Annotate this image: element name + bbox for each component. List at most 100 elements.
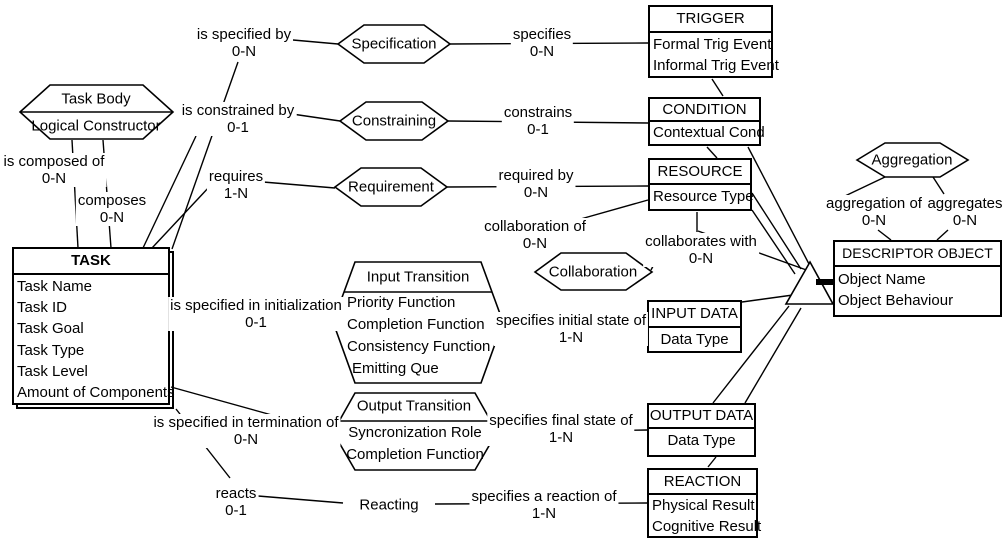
role-cardinality: 0-N (41, 170, 67, 187)
role-name: composes (77, 192, 147, 209)
role-name: is constrained by (181, 102, 295, 119)
output-transition-title: Output Transition (356, 397, 472, 415)
task-attribute: Task Level (17, 362, 88, 380)
input-transition-attributes: Priority Function Completion Function Co… (347, 292, 490, 380)
role-name: aggregates (927, 195, 1003, 212)
line-condition-resource (706, 146, 718, 159)
role-is-composed-of: is composed of 0-N (1, 153, 107, 187)
role-name: aggregation of (826, 195, 922, 212)
entity-condition: CONDITION Contextual Cond (648, 97, 765, 146)
role-is-specified-in-termination-of: is specified in termination of 0-N (151, 414, 341, 448)
task-attribute: Amount of Components (17, 384, 175, 402)
role-cardinality: 0-N (233, 431, 259, 448)
role-cardinality: 1-N (558, 329, 584, 346)
input-transition-attribute: Consistency Function (347, 338, 491, 355)
role-composes: composes 0-N (75, 192, 149, 226)
role-name: collaboration of (484, 218, 586, 235)
role-name: specifies initial state of (495, 312, 647, 329)
role-cardinality: 0-N (861, 212, 887, 229)
task-body-attribute: Logical Constructor (31, 117, 161, 135)
role-name: specifies (512, 26, 572, 43)
role-cardinality: 1-N (548, 429, 574, 446)
role-reacts: reacts 0-1 (213, 485, 259, 519)
entity-condition-title: CONDITION (650, 99, 759, 122)
role-specifies-final-state-of: specifies final state of 1-N (487, 412, 635, 446)
role-cardinality: 0-1 (527, 121, 549, 138)
role-collaborates-with: collaborates with 0-N (643, 233, 759, 267)
line-condition-triangle (747, 146, 810, 265)
role-cardinality: 0-N (522, 235, 548, 252)
resource-attribute: Resource Type (653, 188, 754, 205)
input-transition-title: Input Transition (366, 268, 470, 286)
role-is-constrained-by: is constrained by 0-1 (179, 102, 297, 136)
role-cardinality: 0-N (529, 43, 555, 60)
role-specifies-initial-state-of: specifies initial state of 1-N (493, 312, 649, 346)
role-name: constrains (503, 104, 573, 121)
role-name: specifies a reaction of (471, 488, 617, 505)
collaboration-hexagon (533, 252, 654, 291)
role-cardinality: 0-N (99, 209, 125, 226)
role-name: required by (498, 167, 574, 184)
line-label-reacting (257, 495, 344, 504)
constraining-hexagon (338, 101, 450, 141)
trigger-attribute: Informal Trig Event (653, 57, 779, 74)
role-name: requires (208, 168, 264, 185)
output-transition-attribute: Completion Function (346, 446, 484, 463)
line-aggregation-of-lower (877, 229, 892, 241)
line-label-specification (292, 39, 339, 45)
line-output-data-triangle (712, 305, 790, 404)
constraining-title: Constraining (351, 112, 437, 130)
requirement-hexagon (333, 167, 449, 207)
task-attribute: Task Goal (17, 320, 84, 338)
role-cardinality: 0-N (952, 212, 978, 229)
entity-descriptor-object: DESCRIPTOR OBJECT Object Name Object Beh… (833, 240, 1002, 317)
line-aggregates-upper (932, 176, 945, 195)
entity-descriptor-object-title: DESCRIPTOR OBJECT (835, 242, 1000, 267)
input-transition-attribute: Emitting Que (352, 360, 439, 377)
role-cardinality: 1-N (223, 185, 249, 202)
line-task-specification (171, 61, 239, 250)
role-required-by: required by 0-N (496, 167, 576, 201)
role-aggregates: aggregates 0-N (925, 195, 1005, 229)
role-requires: requires 1-N (206, 168, 266, 202)
entity-reaction: REACTION Physical Result Cognitive Resul… (647, 468, 761, 538)
line-reaction-triangle (744, 307, 802, 404)
input-transition-attribute: Completion Function (347, 316, 485, 333)
entity-task-title: TASK (14, 249, 168, 275)
role-name: is composed of (3, 153, 105, 170)
entity-trigger-title: TRIGGER (650, 7, 771, 33)
role-name: is specified in initialization (170, 297, 342, 314)
specification-hexagon (336, 24, 452, 64)
line-task-constraining (142, 135, 197, 249)
role-constrains: constrains 0-1 (501, 104, 575, 138)
role-cardinality: 0-1 (225, 502, 247, 519)
entity-input-data-title: INPUT DATA (649, 302, 740, 328)
descriptor-object-attribute: Object Name (838, 271, 926, 288)
collaboration-title: Collaboration (548, 263, 638, 281)
task-attribute: Task Name (17, 278, 93, 295)
entity-trigger: TRIGGER Formal Trig Event Informal Trig … (648, 5, 779, 78)
entity-output-data-title: OUTPUT DATA (649, 405, 754, 429)
descriptor-object-attribute: Object Behaviour (838, 291, 954, 309)
role-specifies-a-reaction-of: specifies a reaction of 1-N (469, 488, 619, 522)
role-cardinality: 0-N (231, 43, 257, 60)
input-data-attribute: Data Type (660, 331, 729, 348)
role-aggregation-of: aggregation of 0-N (824, 195, 924, 229)
specification-title: Specification (351, 35, 437, 53)
entity-output-data: OUTPUT DATA Data Type (647, 403, 756, 457)
line-input-data-triangle (741, 294, 794, 303)
condition-attribute: Contextual Cond (653, 124, 765, 141)
reaction-attribute: Physical Result (652, 497, 755, 514)
entity-resource-title: RESOURCE (650, 160, 750, 185)
input-transition-attribute: Priority Function (347, 294, 456, 311)
entity-input-data: INPUT DATA Data Type (647, 300, 742, 353)
line-trigger-condition (711, 78, 724, 97)
line-aggregates-lower (936, 229, 949, 241)
line-resource-triangle-1 (751, 192, 802, 270)
aggregation-title: Aggregation (871, 151, 953, 169)
line-label-requirement (262, 181, 336, 189)
line-reaction-output-stub (707, 456, 717, 468)
line-label-constraining (291, 113, 341, 122)
role-is-specified-in-initialization: is specified in initialization 0-1 (168, 297, 344, 331)
